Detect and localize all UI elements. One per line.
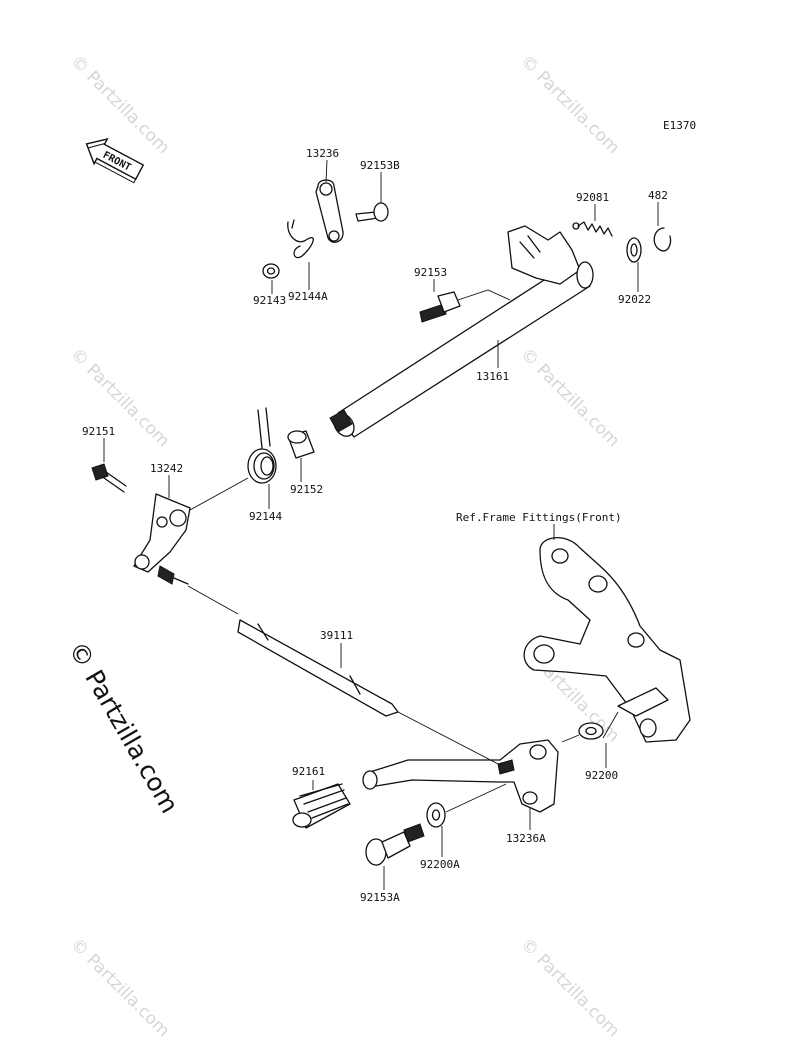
label-13236A: 13236A — [506, 832, 546, 845]
part-92153A-pivot-bolt — [365, 823, 425, 866]
part-92153-bolt — [419, 291, 461, 323]
label-482: 482 — [648, 189, 668, 202]
part-92081-spring — [572, 221, 613, 237]
label-92200: 92200 — [585, 769, 618, 782]
part-13236A-shift-pedal — [362, 739, 559, 813]
part-13242-lever — [133, 493, 191, 585]
part-13161-shift-shaft — [329, 225, 594, 438]
label-13236: 13236 — [306, 147, 339, 160]
side-watermark: © Partzilla.com — [63, 637, 185, 819]
part-13236-arm — [287, 179, 344, 259]
leader-lines — [103, 159, 659, 890]
part-92161-pedal-rubber — [292, 783, 351, 829]
part-92022-washer — [626, 237, 642, 263]
label-92151: 92151 — [82, 425, 115, 438]
diagram-code: E1370 — [663, 119, 696, 132]
part-92143-collar — [262, 263, 280, 279]
label-39111: 39111 — [320, 629, 353, 642]
label-92153: 92153 — [414, 266, 447, 279]
frame-fitting-front — [523, 537, 691, 743]
part-482-circlip — [653, 227, 672, 252]
part-92151-bolt — [91, 463, 127, 493]
label-92153A: 92153A — [360, 891, 400, 904]
label-92161: 92161 — [292, 765, 325, 778]
label-13161: 13161 — [476, 370, 509, 383]
part-92144-spring — [247, 407, 277, 484]
label-92152: 92152 — [290, 483, 323, 496]
label-92081: 92081 — [576, 191, 609, 204]
part-92200-washer — [578, 722, 604, 740]
label-92143: 92143 — [253, 294, 286, 307]
label-13242: 13242 — [150, 462, 183, 475]
part-92200A-washer — [426, 802, 446, 828]
watermark: © Partzilla.com — [516, 344, 623, 451]
front-arrow-icon: FRONT — [85, 138, 145, 184]
label-92144: 92144 — [249, 510, 282, 523]
label-92153B: 92153B — [360, 159, 400, 172]
part-92153B-bolt — [355, 202, 389, 222]
ref-frame-fittings-note: Ref.Frame Fittings(Front) — [456, 511, 622, 524]
watermark: © Partzilla.com — [516, 934, 623, 1041]
part-92152-collar — [287, 430, 315, 459]
part-39111-tie-rod — [237, 619, 399, 717]
label-92200A: 92200A — [420, 858, 460, 871]
label-92022: 92022 — [618, 293, 651, 306]
watermark: © Partzilla.com — [516, 51, 623, 158]
watermark: © Partzilla.com — [66, 51, 173, 158]
part-labels: 13236 92153B 92143 92144A 92081 482 9202… — [82, 147, 668, 904]
label-92144A: 92144A — [288, 290, 328, 303]
watermark: © Partzilla.com — [66, 934, 173, 1041]
